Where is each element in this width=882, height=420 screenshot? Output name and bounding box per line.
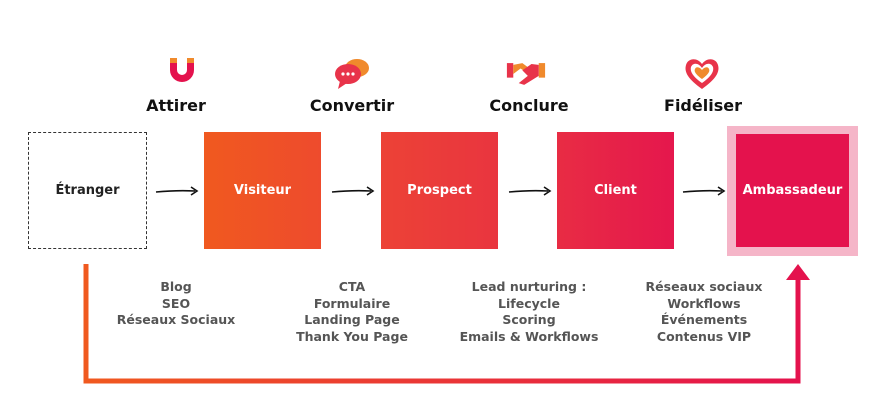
list-item: Réseaux sociaux [645, 279, 763, 294]
list-item: Landing Page [304, 312, 400, 327]
list-item: Événements [660, 312, 748, 327]
list-item: Blog [160, 279, 192, 294]
list-item: CTA [338, 279, 366, 294]
box-prospect: Prospect [381, 132, 498, 249]
list-item: Contenus VIP [656, 328, 752, 344]
list-item: Formulaire [313, 295, 391, 311]
list-item: SEO [161, 295, 191, 311]
stage-conclure: Conclure [489, 96, 569, 115]
handshake-icon [506, 63, 546, 85]
list-attract: Blog SEO Réseaux Sociaux [86, 279, 266, 329]
magnet-icon [170, 58, 194, 82]
box-client: Client [557, 132, 674, 249]
list-item: Thank You Page [296, 328, 408, 344]
list-item: Emails & Workflows [459, 328, 599, 344]
stage-fideliser: Fidéliser [664, 96, 742, 115]
list-item: Lifecycle [498, 295, 560, 311]
arrow-right-icon [155, 186, 199, 196]
stage-attirer: Attirer [146, 96, 206, 115]
arrow-right-icon [508, 186, 552, 196]
stage-convertir: Convertir [309, 96, 395, 115]
heart-icon [685, 59, 719, 89]
list-item: Scoring [502, 312, 556, 327]
list-item: Réseaux Sociaux [116, 312, 236, 327]
list-delight: Réseaux sociaux Workflows Événements Con… [614, 279, 794, 345]
list-item: Workflows [667, 295, 741, 311]
box-visitor: Visiteur [204, 132, 321, 249]
list-close: Lead nurturing : Lifecycle Scoring Email… [439, 279, 619, 345]
arrow-right-icon [331, 186, 375, 196]
arrow-right-icon [682, 186, 726, 196]
list-convert: CTA Formulaire Landing Page Thank You Pa… [262, 279, 442, 345]
chat-bubbles-icon [335, 59, 369, 89]
list-item: Lead nurturing : [471, 279, 587, 294]
box-ambassador: Ambassadeur [736, 134, 849, 247]
box-stranger: Étranger [28, 132, 147, 249]
